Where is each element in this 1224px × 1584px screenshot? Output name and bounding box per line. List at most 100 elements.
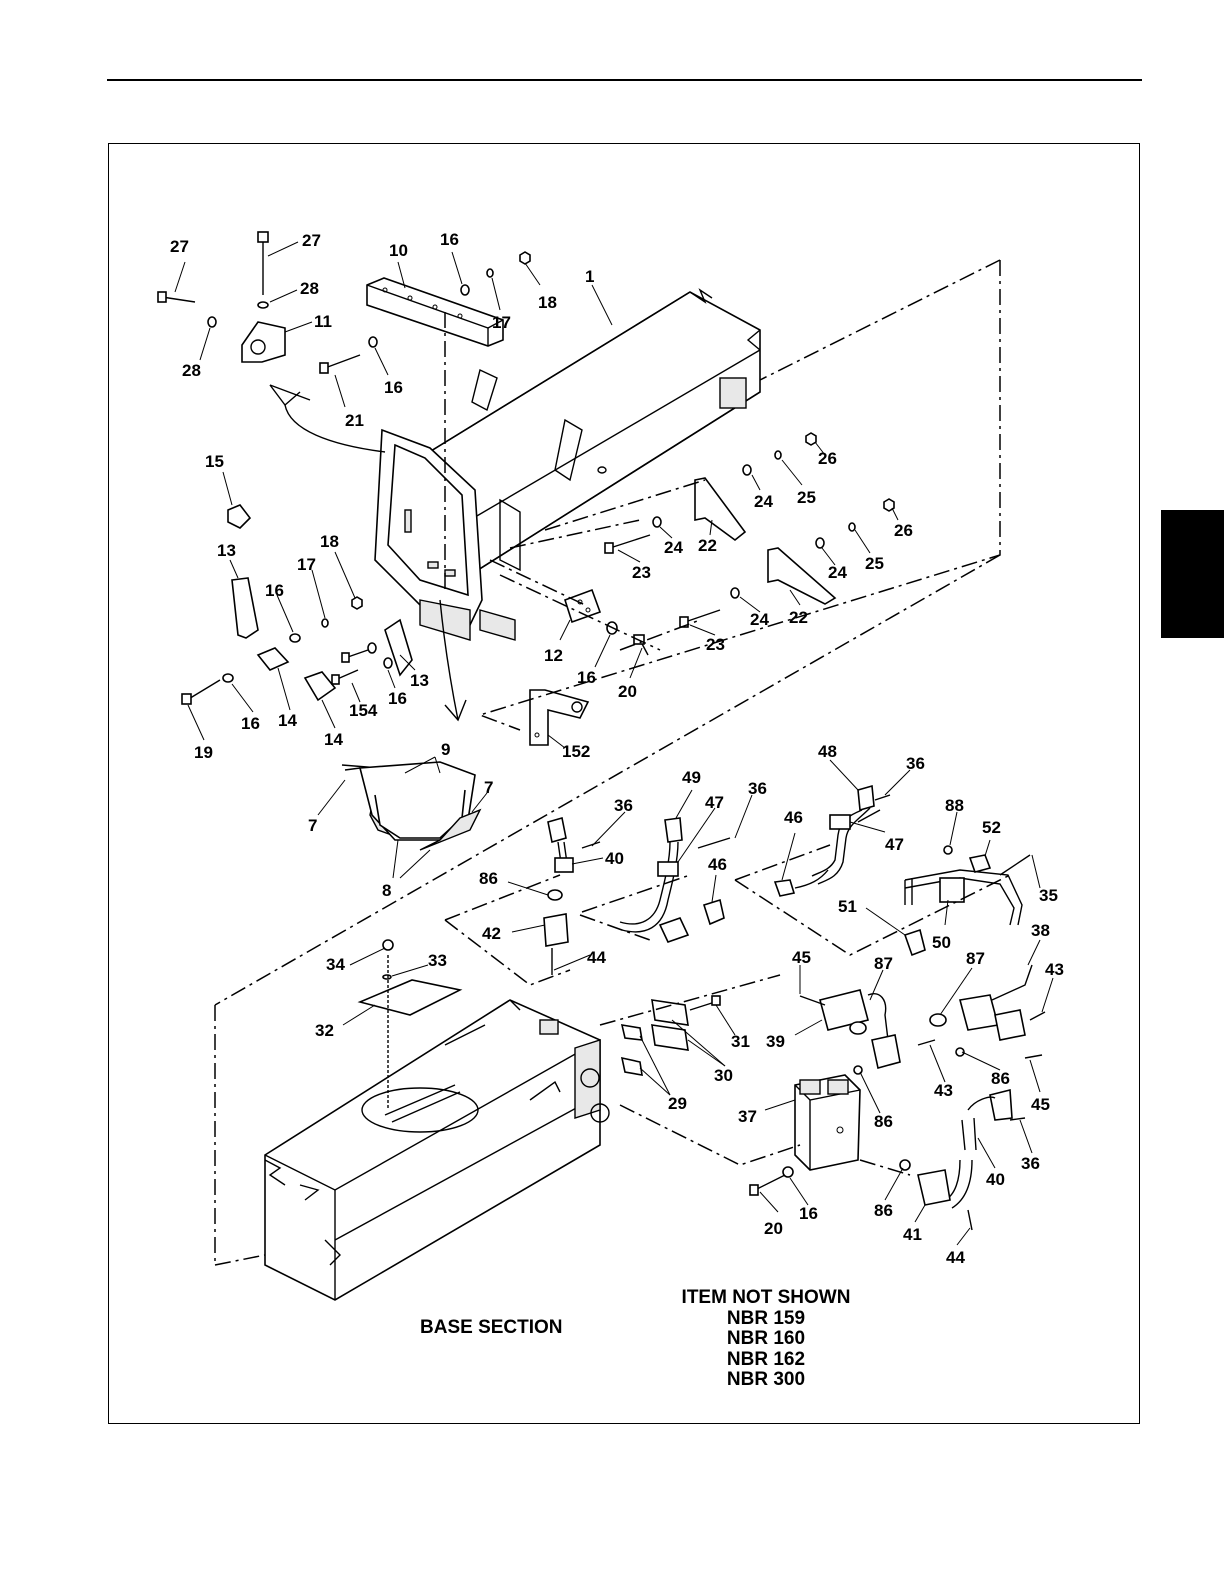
callout-label: 45 bbox=[1031, 1095, 1050, 1114]
callout-label: 51 bbox=[838, 897, 857, 916]
callout-label: 36 bbox=[1021, 1154, 1040, 1173]
callout-label: 20 bbox=[618, 682, 637, 701]
callout-label: 14 bbox=[278, 711, 297, 730]
part-152-bracket bbox=[529, 689, 590, 746]
callout-label: 86 bbox=[991, 1069, 1010, 1088]
callout-label: 30 bbox=[714, 1066, 733, 1085]
callout-label: 16 bbox=[577, 668, 596, 687]
hydraulic-manifold-50-52 bbox=[903, 845, 1031, 957]
callout-label: 16 bbox=[440, 230, 459, 249]
rotation-arrow-up bbox=[269, 384, 386, 453]
callout-label: 7 bbox=[484, 778, 493, 797]
hydraulic-elbow-40-41 bbox=[899, 1088, 1026, 1231]
callout-label: 23 bbox=[706, 635, 725, 654]
callout-label: 86 bbox=[874, 1112, 893, 1131]
callout-label: 87 bbox=[874, 954, 893, 973]
callout-label: 25 bbox=[797, 488, 816, 507]
rotation-arrow-down bbox=[439, 599, 467, 722]
callout-label: 88 bbox=[945, 796, 964, 815]
hydraulic-fittings-mid bbox=[543, 816, 829, 975]
callout-label: 42 bbox=[482, 924, 501, 943]
callout-label: 7 bbox=[308, 816, 317, 835]
callout-label: 44 bbox=[946, 1248, 965, 1267]
callout-label: 8 bbox=[382, 881, 391, 900]
parts-7-8-9-wear-pads bbox=[341, 761, 482, 851]
bolt-20-washer-16 bbox=[749, 1166, 794, 1196]
base-section-boom bbox=[264, 999, 610, 1301]
callout-label: 26 bbox=[818, 449, 837, 468]
callout-label: 10 bbox=[389, 241, 408, 260]
callout-label: 47 bbox=[705, 793, 724, 812]
callout-label: 21 bbox=[345, 411, 364, 430]
callout-label: 16 bbox=[799, 1204, 818, 1223]
callout-label: 46 bbox=[784, 808, 803, 827]
callout-label: 11 bbox=[314, 312, 332, 331]
alignment-centerlines bbox=[214, 259, 1011, 1266]
part-10-bar bbox=[366, 277, 504, 347]
callout-label: 27 bbox=[170, 237, 189, 256]
callout-label: 24 bbox=[754, 492, 773, 511]
callout-label: 33 bbox=[428, 951, 447, 970]
callout-label: 22 bbox=[698, 536, 717, 555]
callout-label: 152 bbox=[562, 742, 590, 761]
callout-label: 43 bbox=[934, 1081, 953, 1100]
callout-label: 86 bbox=[479, 869, 498, 888]
callout-label: 18 bbox=[538, 293, 557, 312]
part-32-cover-plate bbox=[357, 939, 463, 1110]
part-37-valve-block bbox=[794, 1074, 861, 1171]
callout-label: 29 bbox=[668, 1094, 687, 1113]
callout-label: 26 bbox=[894, 521, 913, 540]
not-shown-item: NBR 160 bbox=[727, 1328, 805, 1349]
base-section-caption: BASE SECTION bbox=[420, 1317, 563, 1338]
callout-label: 32 bbox=[315, 1021, 334, 1040]
parts-29-30-31-pads bbox=[620, 995, 721, 1076]
callout-label: 154 bbox=[349, 701, 378, 720]
hydraulic-tube-48 bbox=[811, 784, 891, 885]
header-rule bbox=[107, 79, 1142, 81]
callout-label: 23 bbox=[632, 563, 651, 582]
callout-label: 1 bbox=[585, 267, 594, 286]
callout-label: 19 bbox=[194, 743, 213, 762]
callout-label: 40 bbox=[986, 1170, 1005, 1189]
callout-label: 14 bbox=[324, 730, 343, 749]
fly-section-boom bbox=[398, 288, 761, 577]
callout-label: 24 bbox=[750, 610, 769, 629]
callout-label: 20 bbox=[764, 1219, 783, 1238]
callout-label: 12 bbox=[544, 646, 563, 665]
callout-label: 52 bbox=[982, 818, 1001, 837]
callout-label: 43 bbox=[1045, 960, 1064, 979]
callout-label: 13 bbox=[410, 671, 429, 690]
leader-lines bbox=[174, 241, 1054, 1246]
callout-label: 35 bbox=[1039, 886, 1058, 905]
callout-label: 13 bbox=[217, 541, 236, 560]
items-not-shown-block: ITEM NOT SHOWN NBR 159 NBR 160 NBR 162 N… bbox=[682, 1287, 851, 1390]
not-shown-item: NBR 162 bbox=[727, 1349, 805, 1370]
callout-label: 47 bbox=[885, 835, 904, 854]
callout-label: 87 bbox=[966, 949, 985, 968]
callout-label: 34 bbox=[326, 955, 345, 974]
callout-label: 28 bbox=[182, 361, 201, 380]
callout-label: 36 bbox=[748, 779, 767, 798]
parts-22-brackets bbox=[604, 432, 895, 628]
part-11-bracket bbox=[241, 321, 286, 363]
not-shown-item: NBR 159 bbox=[727, 1308, 805, 1329]
callout-label: 15 bbox=[205, 452, 224, 471]
figure-frame bbox=[108, 143, 1140, 1424]
callout-label: 27 bbox=[302, 231, 321, 250]
callout-label: 24 bbox=[828, 563, 847, 582]
callout-label: 28 bbox=[300, 279, 319, 298]
callout-label: 49 bbox=[682, 768, 701, 787]
callout-label: 17 bbox=[492, 313, 511, 332]
items-not-shown-title: ITEM NOT SHOWN bbox=[682, 1287, 851, 1308]
callout-label: 9 bbox=[441, 740, 450, 759]
callout-label: 17 bbox=[297, 555, 316, 574]
section-tab-marker bbox=[1161, 510, 1224, 638]
callout-label: 18 bbox=[320, 532, 339, 551]
callout-label: 40 bbox=[605, 849, 624, 868]
callout-label: 46 bbox=[708, 855, 727, 874]
callout-labels: 27 27 10 16 28 11 28 17 18 1 16 21 15 26… bbox=[170, 230, 1064, 1267]
parts-13-14-15-plates bbox=[181, 504, 413, 705]
part-12-plate bbox=[564, 588, 649, 656]
callout-label: 45 bbox=[792, 948, 811, 967]
